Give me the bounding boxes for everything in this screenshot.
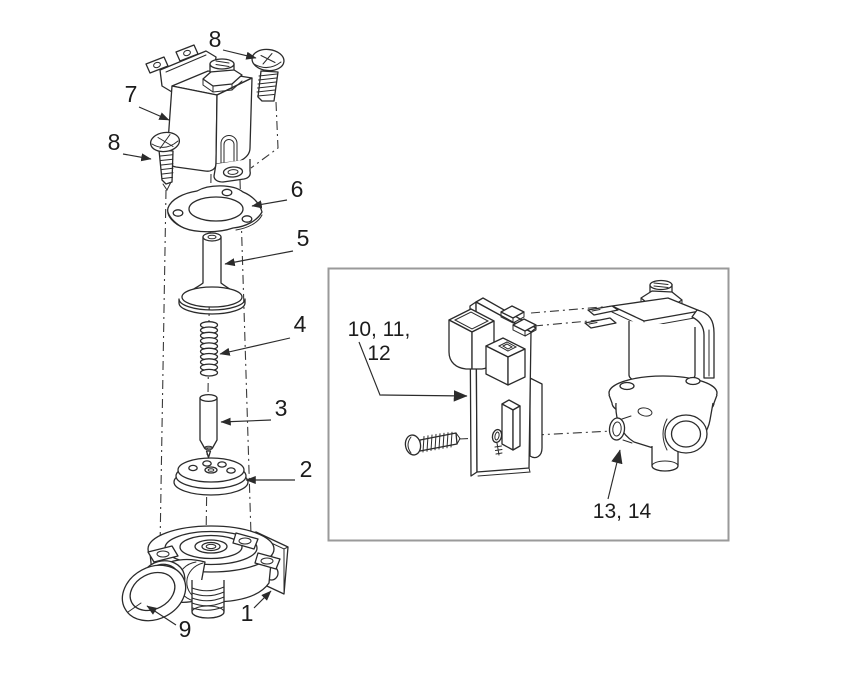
callout-13-14-label: 13, 14 <box>593 500 652 523</box>
callout-2-label: 2 <box>300 456 313 482</box>
part-screw-upper <box>251 48 285 102</box>
inset-valve-assembly <box>584 279 718 472</box>
callout-7-label: 7 <box>125 81 138 107</box>
part-solenoid-coil <box>145 44 253 183</box>
part-screw-lower <box>149 131 181 191</box>
callout-1-label: 1 <box>241 600 254 626</box>
callout-8-lower-label: 8 <box>108 129 121 155</box>
part-plunger-pin <box>199 393 218 459</box>
callout-9-label: 9 <box>179 616 192 642</box>
part-valve-disc <box>173 457 249 496</box>
callouts-main: 8 7 8 6 5 4 3 2 1 9 <box>108 26 313 642</box>
callouts-inset: 10, 11, 12 13, 14 <box>348 318 652 523</box>
inset-bracket-side <box>529 377 543 459</box>
callout-10-11-12-label-line1: 10, 11, <box>348 318 411 341</box>
part-mounting-flange <box>167 185 263 233</box>
callout-10-11-12-label-line2: 12 <box>367 342 390 365</box>
inset-box: 10, 11, 12 13, 14 <box>327 267 730 542</box>
part-o-ring <box>121 564 187 622</box>
inset-bracket-plate <box>448 297 537 477</box>
callout-3-label: 3 <box>275 395 288 421</box>
part-plunger-guide <box>178 232 246 315</box>
callout-6-label: 6 <box>291 176 304 202</box>
callout-5-label: 5 <box>297 225 310 251</box>
inset-screw <box>404 431 461 456</box>
callout-4-label: 4 <box>294 311 307 337</box>
part-spring <box>199 321 219 377</box>
callout-8-upper-label: 8 <box>209 26 222 52</box>
